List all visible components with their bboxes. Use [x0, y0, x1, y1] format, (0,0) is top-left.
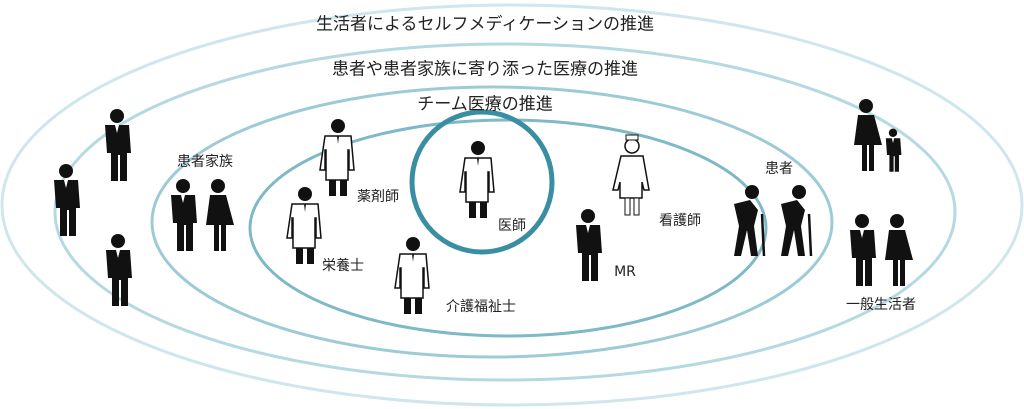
family-woman-icon	[206, 179, 234, 251]
general-man-icon	[850, 214, 876, 286]
mr-icon	[576, 209, 602, 281]
pharmacist-icon	[319, 118, 355, 197]
mother-icon	[854, 99, 882, 171]
label-pharmacist: 薬剤師	[357, 189, 399, 205]
nurse-icon	[612, 134, 650, 216]
label-doctor: 医師	[498, 218, 526, 234]
patient-elder-icon	[732, 183, 766, 258]
label-nurse: 看護師	[659, 213, 701, 229]
title-patient-centered: 患者や患者家族に寄り添った医療の推進	[332, 59, 638, 80]
nutritionist-icon	[286, 186, 322, 265]
ring-self-medication	[0, 3, 1024, 407]
ring-doctor	[409, 109, 555, 255]
label-mr: MR	[614, 264, 636, 280]
child-icon	[885, 128, 902, 172]
person-icon	[106, 234, 132, 306]
label-general-public: 一般生活者	[846, 297, 916, 313]
doctor-icon	[459, 140, 495, 219]
person-icon	[54, 164, 80, 236]
label-nutritionist: 栄養士	[322, 258, 364, 274]
general-woman-icon	[885, 214, 913, 286]
ring-patient	[150, 85, 834, 359]
label-care-worker: 介護福祉士	[446, 299, 516, 315]
ring-patient-family	[53, 42, 957, 382]
title-team-medicine: チーム医療の推進	[417, 94, 553, 115]
ring-team-medicine	[248, 118, 768, 338]
title-self-medication: 生活者によるセルフメディケーションの推進	[316, 14, 654, 35]
care-worker-icon	[394, 236, 430, 315]
label-family: 患者家族	[177, 154, 233, 170]
patient-elder-icon	[779, 183, 813, 258]
family-man-icon	[171, 179, 197, 251]
label-patient: 患者	[765, 161, 793, 177]
